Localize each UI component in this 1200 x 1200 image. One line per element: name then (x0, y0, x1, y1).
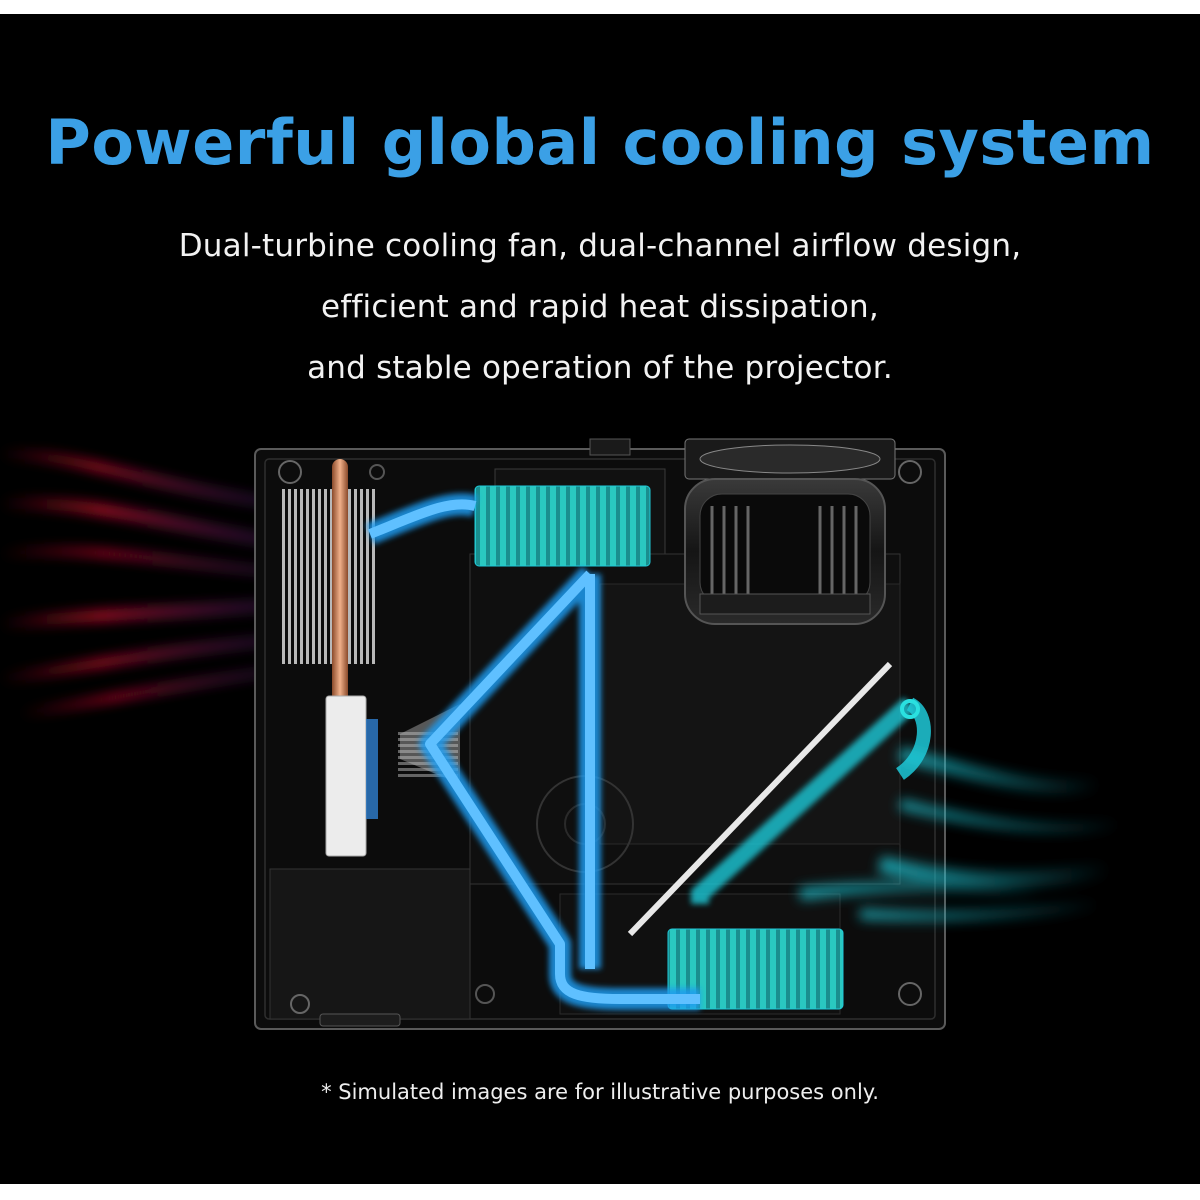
description-line-3: and stable operation of the projector. (307, 350, 893, 386)
description-line-1: Dual-turbine cooling fan, dual-channel a… (178, 228, 1022, 264)
airflow-arrows-icon (365, 493, 931, 1010)
heat-pipe-icon (325, 459, 378, 857)
heatsink-fins-icon (282, 489, 378, 664)
description-line-2: efficient and rapid heat dissipation, (321, 289, 879, 325)
headline: Powerful global cooling system (45, 106, 1155, 179)
cool-airflow-icon (799, 747, 1121, 921)
lens-barrel-icon (684, 438, 896, 625)
product-banner: Powerful global cooling system Dual-turb… (0, 14, 1200, 1184)
hot-airflow-icon (0, 449, 301, 718)
disclaimer-note: * Simulated images are for illustrative … (321, 1080, 879, 1104)
projector-cooling-illustration (0, 438, 1121, 1030)
fan-module-icon (474, 485, 844, 1010)
